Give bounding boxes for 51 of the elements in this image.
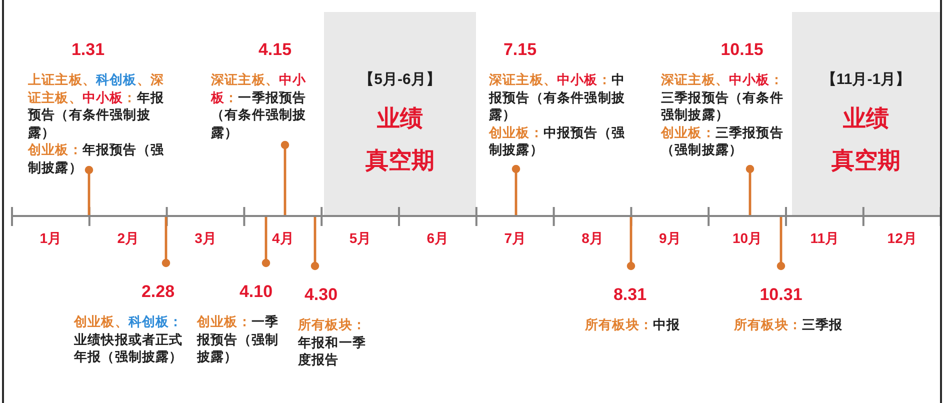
date-label: 4.10 — [239, 282, 273, 302]
period-title: 业绩 — [843, 104, 889, 132]
event-description: 创业板：三季报预告（强制披露） — [661, 124, 784, 160]
pin-line — [162, 217, 170, 268]
event-description: 所有板块：年报和一季度报告 — [298, 317, 367, 370]
event-description: 所有板块：三季报 — [734, 317, 844, 334]
date-label: 2.28 — [141, 282, 175, 302]
event-description: 创业板：中报预告（强制披露） — [489, 124, 626, 160]
pin-line — [280, 140, 290, 215]
date-label: 4.15 — [258, 40, 292, 60]
date-label: 1.31 — [71, 40, 105, 60]
pin-line — [776, 217, 786, 270]
event-description: 创业板：一季报预告（强制披露） — [197, 314, 280, 366]
period-title: 真空期 — [832, 146, 900, 174]
date-label: 10.15 — [720, 40, 764, 60]
pin-line — [84, 166, 94, 215]
date-label: 8.31 — [613, 285, 647, 305]
pin-line — [626, 217, 636, 270]
month-label: 4月 — [272, 229, 294, 248]
month-label: 8月 — [582, 229, 604, 248]
date-label: 4.30 — [304, 285, 338, 305]
period-band — [792, 12, 940, 215]
date-label: 7.15 — [503, 40, 537, 60]
event-description: 上证主板、科创板、深证主板、中小板：年报预告（有条件强制披露） — [28, 72, 166, 142]
event-description: 创业板、科创板：业绩快报或者正式年报（强制披露） — [74, 314, 184, 366]
month-label: 7月 — [504, 229, 526, 248]
pin-line — [746, 164, 754, 215]
event-description: 深证主板、中小板：一季报预告（有条件强制披露） — [211, 72, 308, 142]
period-band — [324, 12, 476, 215]
event-description: 深证主板、中小板：三季报预告（有条件强制披露） — [661, 72, 784, 124]
month-label: 11月 — [810, 229, 840, 248]
period-range: 【11月-1月】 — [821, 70, 911, 90]
date-label: 10.31 — [760, 285, 802, 305]
month-label: 12月 — [887, 229, 917, 248]
month-label: 3月 — [194, 229, 216, 248]
month-label: 2月 — [117, 229, 139, 248]
month-label: 6月 — [426, 229, 449, 248]
month-label: 10月 — [732, 229, 762, 248]
event-description: 创业板：年报预告（强制披露） — [28, 142, 166, 177]
timeline-axis — [12, 215, 941, 217]
period-title: 真空期 — [366, 146, 434, 174]
month-label: 1月 — [40, 229, 62, 248]
period-range: 【5月-6月】 — [359, 70, 441, 90]
pin-line — [512, 164, 520, 215]
month-label: 9月 — [659, 229, 681, 248]
event-description: 所有板块：中报 — [585, 317, 682, 334]
period-title: 业绩 — [377, 104, 423, 132]
event-description: 深证主板、中小板：中报预告（有条件强制披露） — [489, 72, 626, 124]
month-label: 5月 — [349, 229, 372, 248]
pin-line — [262, 217, 270, 268]
pin-line — [310, 217, 320, 270]
